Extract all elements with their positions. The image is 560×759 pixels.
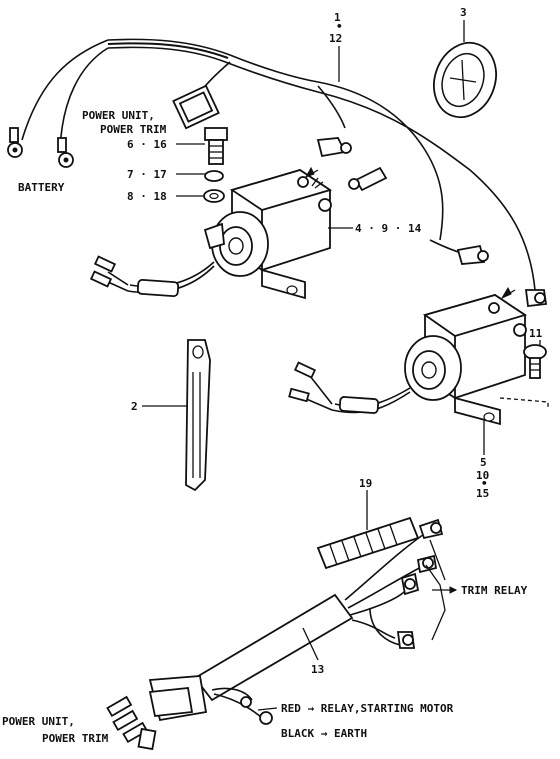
bolt-part-6 [204,127,228,165]
upper-starter-relay [203,169,333,300]
sleeve-part-19 [316,516,420,570]
callout-1-12: 1 • 12 [329,11,343,45]
lock-washer-part-7 [204,170,224,182]
trim-relay-bracket [425,539,446,641]
callout-15: 15 [476,487,489,500]
lower-relay-pigtail [288,361,411,414]
callout-3: 3 [460,6,467,19]
callout-4-9-14: 4 · 9 · 14 [355,222,422,235]
label-battery: BATTERY [18,181,65,194]
callout-1: 1 [334,11,341,24]
power-unit-bottom-line2: POWER TRIM [42,732,109,745]
grommet-part-3 [433,41,497,119]
label-power-unit-top: POWER UNIT, POWER TRIM [82,109,167,136]
callout-8-18: 8 · 18 [127,190,167,203]
power-trim-connector [172,84,220,130]
callout-12: 12 [329,32,342,45]
callout-19: 19 [359,477,372,490]
harness-ring-terminals [316,137,548,307]
label-power-unit-bottom: POWER UNIT, POWER TRIM [2,715,109,745]
callout-1-dot: • [336,20,343,33]
bracket-part-2 [185,339,211,492]
lower-wiring-harness [106,518,444,751]
power-unit-bottom-line1: POWER UNIT, [2,715,75,728]
callout-5-10-15: 5 10 • 15 [476,456,489,500]
callout-10: 10 [476,469,489,482]
power-unit-top-line2: POWER TRIM [100,123,167,136]
upper-wiring-harness [21,38,536,291]
callout-2: 2 [131,400,138,413]
battery-terminal-eyelets [7,127,74,168]
callout-5-dot: • [481,477,488,490]
callout-11: 11 [529,327,543,340]
screw-part-11 [499,344,549,408]
upper-relay-pigtail [89,255,215,298]
label-red-wire: RED → RELAY,STARTING MOTOR [281,702,454,715]
power-unit-top-line1: POWER UNIT, [82,109,155,122]
callout-13: 13 [311,663,324,676]
label-black-wire: BLACK → EARTH [281,727,367,740]
callout-6-16: 6 · 16 [127,138,167,151]
leader-lines [142,20,541,711]
label-trim-relay: TRIM RELAY [461,584,528,597]
lower-starter-relay [404,294,528,426]
callout-5: 5 [480,456,487,469]
callout-7-17: 7 · 17 [127,168,167,181]
direction-arrows [304,166,516,300]
flat-washer-part-8 [203,189,225,203]
